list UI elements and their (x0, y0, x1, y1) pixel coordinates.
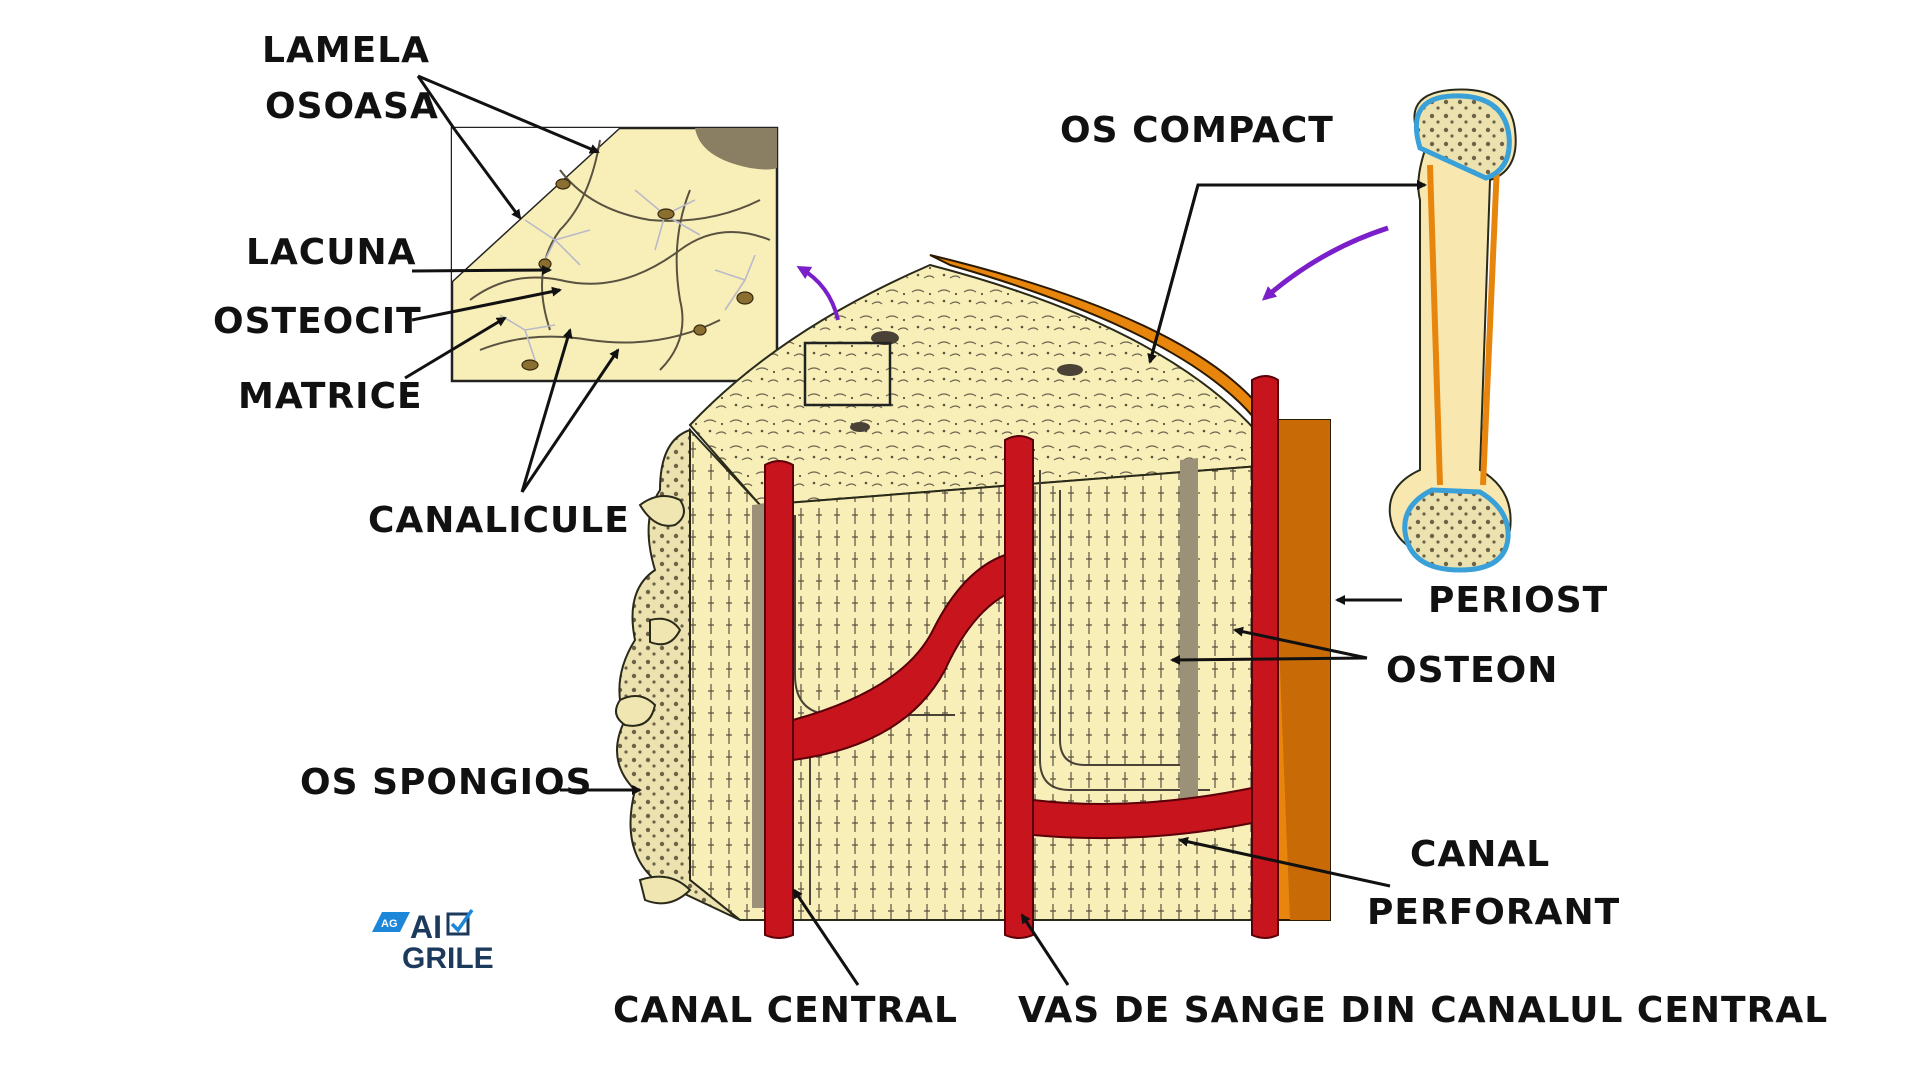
purple-arrow-to-block (1261, 225, 1389, 301)
labels: LAMELA OSOASA LACUNA OSTEOCIT MATRICE CA… (213, 30, 1828, 1031)
distal-epiphysis (1402, 487, 1511, 573)
label-osteon: OSTEON (1386, 650, 1558, 691)
zoom-inset (450, 126, 779, 383)
blood-vessels (764, 375, 1279, 939)
spongy-trabeculae (615, 495, 692, 905)
aigrile-logo: AG AI GRILE (372, 908, 494, 975)
perforating-vessel-left (792, 553, 1006, 762)
spongy-bone (616, 428, 741, 921)
label-osoasa: OSOASA (265, 86, 439, 127)
logo-checkbox-icon (446, 912, 470, 936)
label-perforant: PERFORANT (1367, 892, 1620, 933)
long-bone-shape (1388, 88, 1517, 563)
vessel-middle (1004, 435, 1034, 939)
periosteum-side (1270, 420, 1330, 920)
leader-lines (404, 74, 1427, 986)
label-os-spongios: OS SPONGIOS (300, 762, 593, 803)
proximal-epiphysis (1413, 93, 1512, 181)
logo-top-text: AI (410, 909, 442, 945)
inset-canal-corner (695, 128, 777, 170)
label-matrice: MATRICE (238, 376, 423, 417)
logo-badge-text: AG (381, 918, 398, 930)
vessel-left (764, 460, 794, 939)
purple-arrow-to-inset (796, 266, 840, 321)
label-vas-de-sange: VAS DE SANGE DIN CANALUL CENTRAL (1018, 990, 1828, 1031)
label-canal: CANAL (1410, 834, 1550, 875)
bone-block (615, 254, 1331, 939)
logo-badge-shape (372, 912, 410, 932)
perforating-vessel-right (1032, 786, 1253, 840)
logo-check-icon (450, 908, 474, 933)
label-periost: PERIOST (1428, 580, 1608, 621)
long-bone-periosteum-edge (1427, 164, 1443, 486)
inset-cracks (469, 139, 771, 371)
label-os-compact: OS COMPACT (1060, 110, 1334, 151)
osteon-canals-top (850, 331, 1083, 432)
label-lamela: LAMELA (262, 30, 430, 71)
label-canalicule: CANALICULE (368, 500, 630, 541)
label-canal-central: CANAL CENTRAL (613, 990, 958, 1031)
logo-bottom-text: GRILE (402, 942, 494, 975)
long-bone-illustration (1388, 88, 1517, 573)
label-lacuna: LACUNA (246, 232, 416, 273)
label-osteocit: OSTEOCIT (213, 301, 422, 342)
compact-bone-top (688, 263, 1273, 507)
vessel-right (1251, 375, 1279, 939)
zoom-region-box (803, 341, 892, 407)
